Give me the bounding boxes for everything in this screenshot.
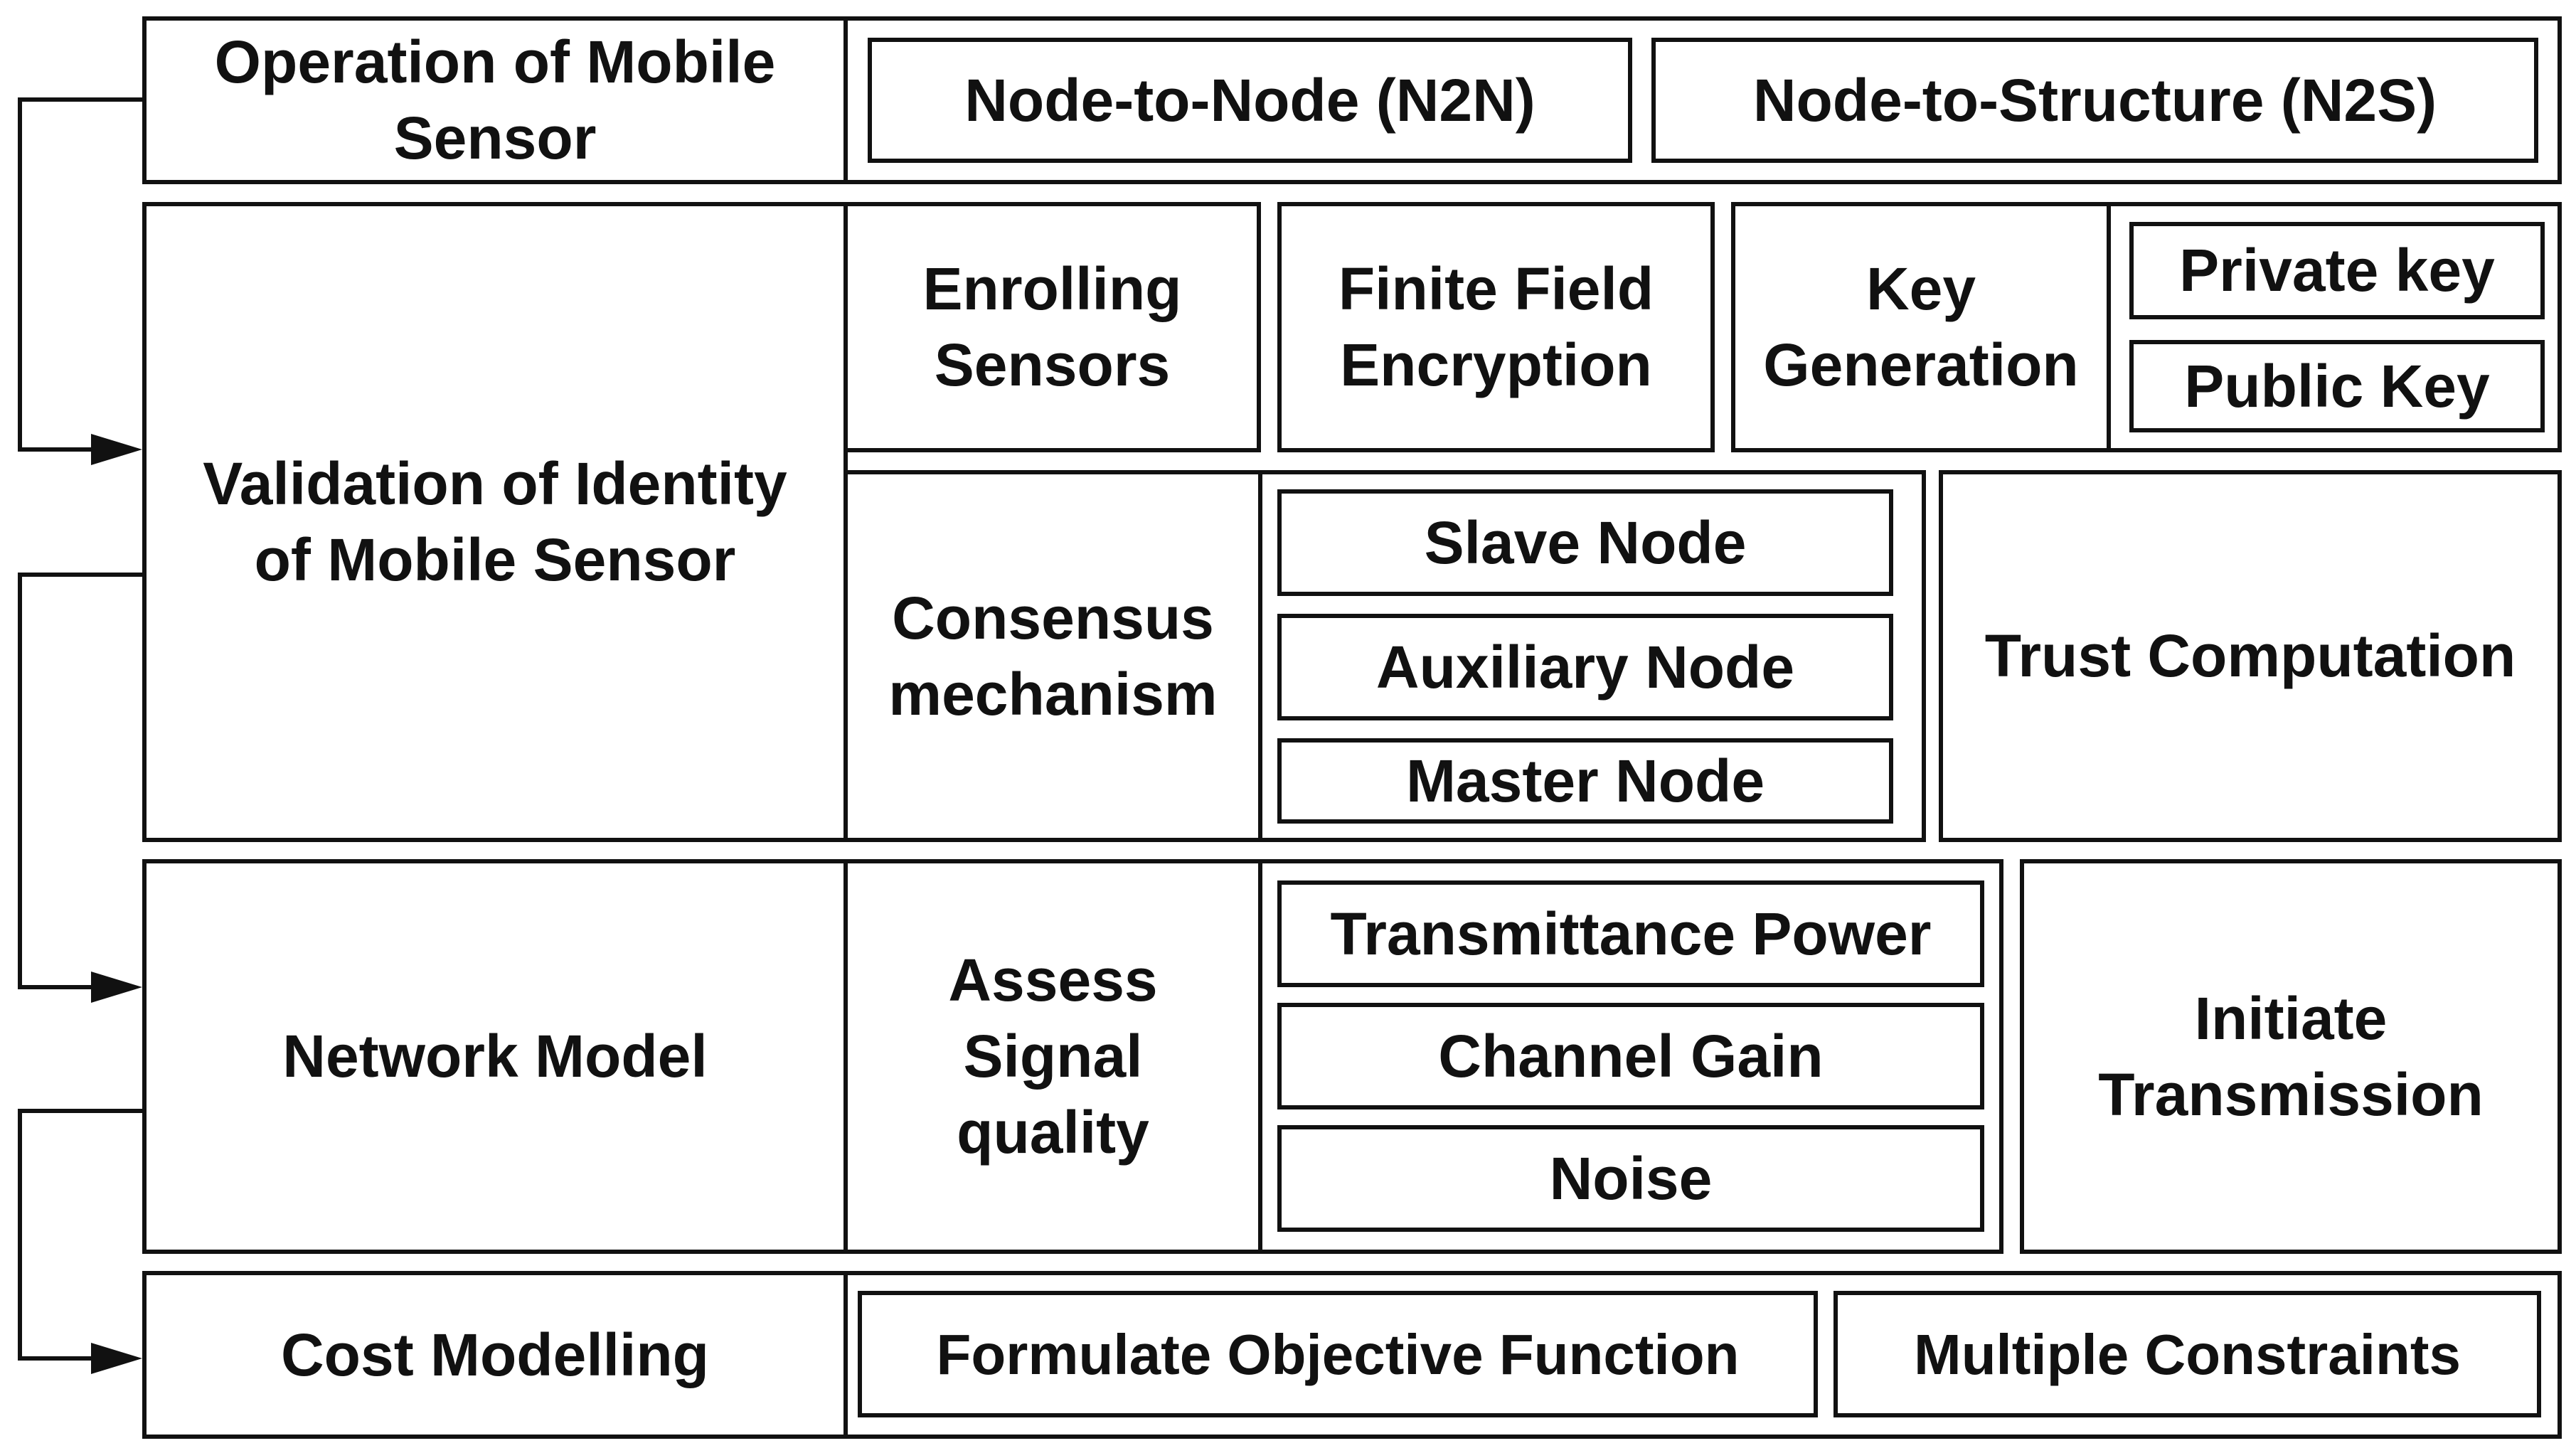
multiple-constraints-text: Multiple Constraints xyxy=(1914,1322,2461,1386)
objective-function-box: Formulate Objective Function xyxy=(858,1291,1818,1417)
arrow-validation-to-network xyxy=(18,573,142,989)
assess-signal-text: Assess Signal quality xyxy=(948,947,1158,1166)
arrowhead-network xyxy=(91,972,142,1003)
initiate-transmission-text: Initiate Transmission xyxy=(2098,984,2484,1128)
private-key-box: Private key xyxy=(2129,222,2545,319)
n2s-box: Node-to-Structure (N2S) xyxy=(1651,38,2538,163)
arrowhead-cost xyxy=(91,1343,142,1374)
trust-computation-box: Trust Computation xyxy=(1939,470,2562,842)
network-model-text: Network Model xyxy=(282,1023,708,1090)
n2n-text: Node-to-Node (N2N) xyxy=(964,66,1536,134)
finite-field-box: Finite Field Encryption xyxy=(1277,202,1715,452)
channel-gain-box: Channel Gain xyxy=(1277,1003,1984,1109)
slave-node-text: Slave Node xyxy=(1424,509,1747,576)
assess-signal-box: Assess Signal quality xyxy=(843,859,1262,1254)
transmittance-power-box: Transmittance Power xyxy=(1277,880,1984,987)
finite-field-text: Finite Field Encryption xyxy=(1338,255,1654,398)
master-node-text: Master Node xyxy=(1405,747,1765,814)
enrolling-text: Enrolling Sensors xyxy=(922,255,1182,398)
cost-modelling-label: Cost Modelling xyxy=(142,1271,848,1439)
initiate-transmission-box: Initiate Transmission xyxy=(2020,859,2562,1254)
key-generation-text: Key Generation xyxy=(1763,255,2079,398)
auxiliary-node-box: Auxiliary Node xyxy=(1277,614,1893,720)
channel-gain-text: Channel Gain xyxy=(1438,1022,1824,1090)
public-key-text: Public Key xyxy=(2184,352,2490,420)
arrow-network-to-cost xyxy=(18,1109,142,1361)
operation-label-text: Operation of Mobile Sensor xyxy=(214,28,776,171)
objective-function-text: Formulate Objective Function xyxy=(936,1322,1740,1386)
cost-modelling-text: Cost Modelling xyxy=(281,1321,709,1388)
enrolling-box: Enrolling Sensors xyxy=(843,202,1261,452)
noise-text: Noise xyxy=(1549,1144,1713,1212)
transmittance-power-text: Transmittance Power xyxy=(1330,900,1932,967)
n2s-text: Node-to-Structure (N2S) xyxy=(1752,66,2437,134)
noise-box: Noise xyxy=(1277,1125,1984,1232)
public-key-box: Public Key xyxy=(2129,340,2545,432)
consensus-text: Consensus mechanism xyxy=(888,584,1218,728)
operation-label: Operation of Mobile Sensor xyxy=(142,16,848,184)
arrow-operation-to-validation xyxy=(18,97,142,452)
arrowhead-validation xyxy=(91,434,142,465)
private-key-text: Private key xyxy=(2179,237,2495,304)
n2n-box: Node-to-Node (N2N) xyxy=(868,38,1632,163)
master-node-box: Master Node xyxy=(1277,738,1893,824)
auxiliary-node-text: Auxiliary Node xyxy=(1375,633,1795,701)
multiple-constraints-box: Multiple Constraints xyxy=(1833,1291,2541,1417)
slave-node-box: Slave Node xyxy=(1277,489,1893,596)
validation-label-text: Validation of Identity of Mobile Sensor xyxy=(203,450,787,593)
trust-computation-text: Trust Computation xyxy=(1984,622,2516,689)
consensus-box: Consensus mechanism xyxy=(843,470,1262,842)
key-generation-box: Key Generation xyxy=(1731,202,2111,452)
